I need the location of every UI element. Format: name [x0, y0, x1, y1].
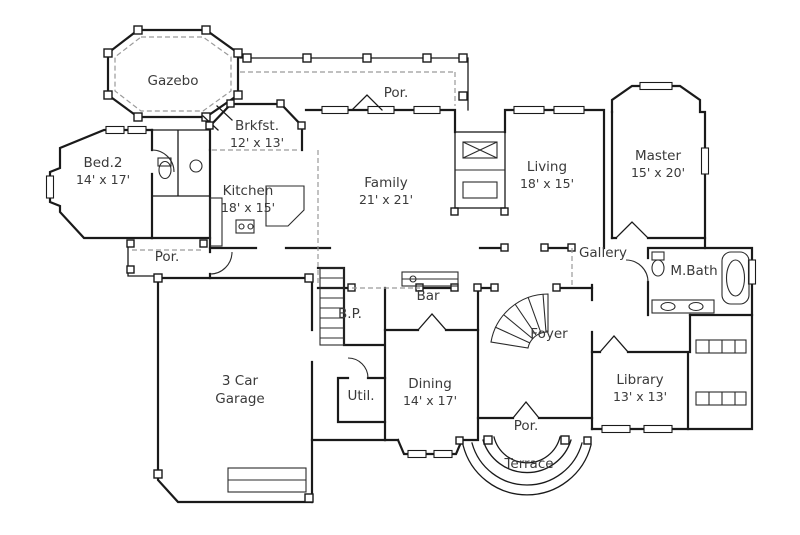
room-label-util: Util.	[348, 388, 375, 404]
kitchen-island	[265, 185, 305, 227]
french-doors	[351, 94, 649, 419]
room-dims-dining: 14' x 17'	[403, 393, 457, 408]
room-label-terrace: Terrace	[503, 456, 553, 472]
room-dims-living: 18' x 15'	[520, 176, 574, 191]
room-dims-brkfst: 12' x 13'	[230, 135, 284, 150]
ceiling-dashed-lines	[132, 71, 573, 289]
vanity-counter	[651, 299, 715, 314]
room-dims-library: 13' x 13'	[613, 389, 667, 404]
room-label-porch-top: Por.	[384, 85, 409, 101]
room-dims-bed2: 14' x 17'	[76, 172, 130, 187]
room-label-family: Family	[364, 175, 407, 191]
room-label-master: Master	[635, 148, 682, 164]
bathtub	[721, 251, 750, 305]
room-label-gallery: Gallery	[579, 245, 627, 261]
back-stairs	[319, 267, 345, 346]
toilet-master	[651, 251, 665, 261]
room-label-porch-left: Por.	[155, 249, 180, 265]
closet-shelves	[695, 339, 747, 354]
room-dims-kitchen: 18' x 15'	[221, 200, 275, 215]
fixtures	[157, 157, 750, 493]
room-label-library: Library	[616, 372, 663, 388]
gazebo-structure	[103, 25, 243, 131]
room-label-mbath: M.Bath	[670, 263, 717, 279]
room-label-bar: Bar	[416, 288, 440, 304]
spiral-staircase	[490, 293, 549, 349]
top-porch	[239, 53, 469, 111]
room-labels: Gazebo Por. Bed.2 14' x 17' Brkfst. 12' …	[76, 73, 718, 472]
toilet	[158, 160, 172, 180]
room-label-bp: B.P.	[338, 306, 362, 322]
walls	[48, 84, 754, 504]
room-label-foyer: Foyer	[530, 326, 568, 342]
sink	[189, 159, 203, 173]
kitchen-counter	[209, 197, 223, 247]
room-dims-master: 15' x 20'	[631, 165, 685, 180]
cooktop	[235, 219, 255, 234]
room-label-kitchen: Kitchen	[223, 183, 274, 199]
room-label-garage-2: Garage	[215, 391, 264, 407]
windows	[45, 81, 757, 459]
terrace-steps	[462, 436, 592, 496]
room-label-living: Living	[527, 159, 567, 175]
room-label-garage-1: 3 Car	[222, 373, 259, 389]
door-swings	[151, 149, 649, 379]
room-label-dining: Dining	[408, 376, 452, 392]
double-fireplace	[454, 131, 506, 209]
room-label-brkfst: Brkfst.	[235, 118, 279, 134]
room-label-porch-bottom: Por.	[514, 418, 539, 434]
room-dims-family: 21' x 21'	[359, 192, 413, 207]
room-label-bed2: Bed.2	[83, 155, 122, 171]
room-label-gazebo: Gazebo	[148, 73, 199, 89]
